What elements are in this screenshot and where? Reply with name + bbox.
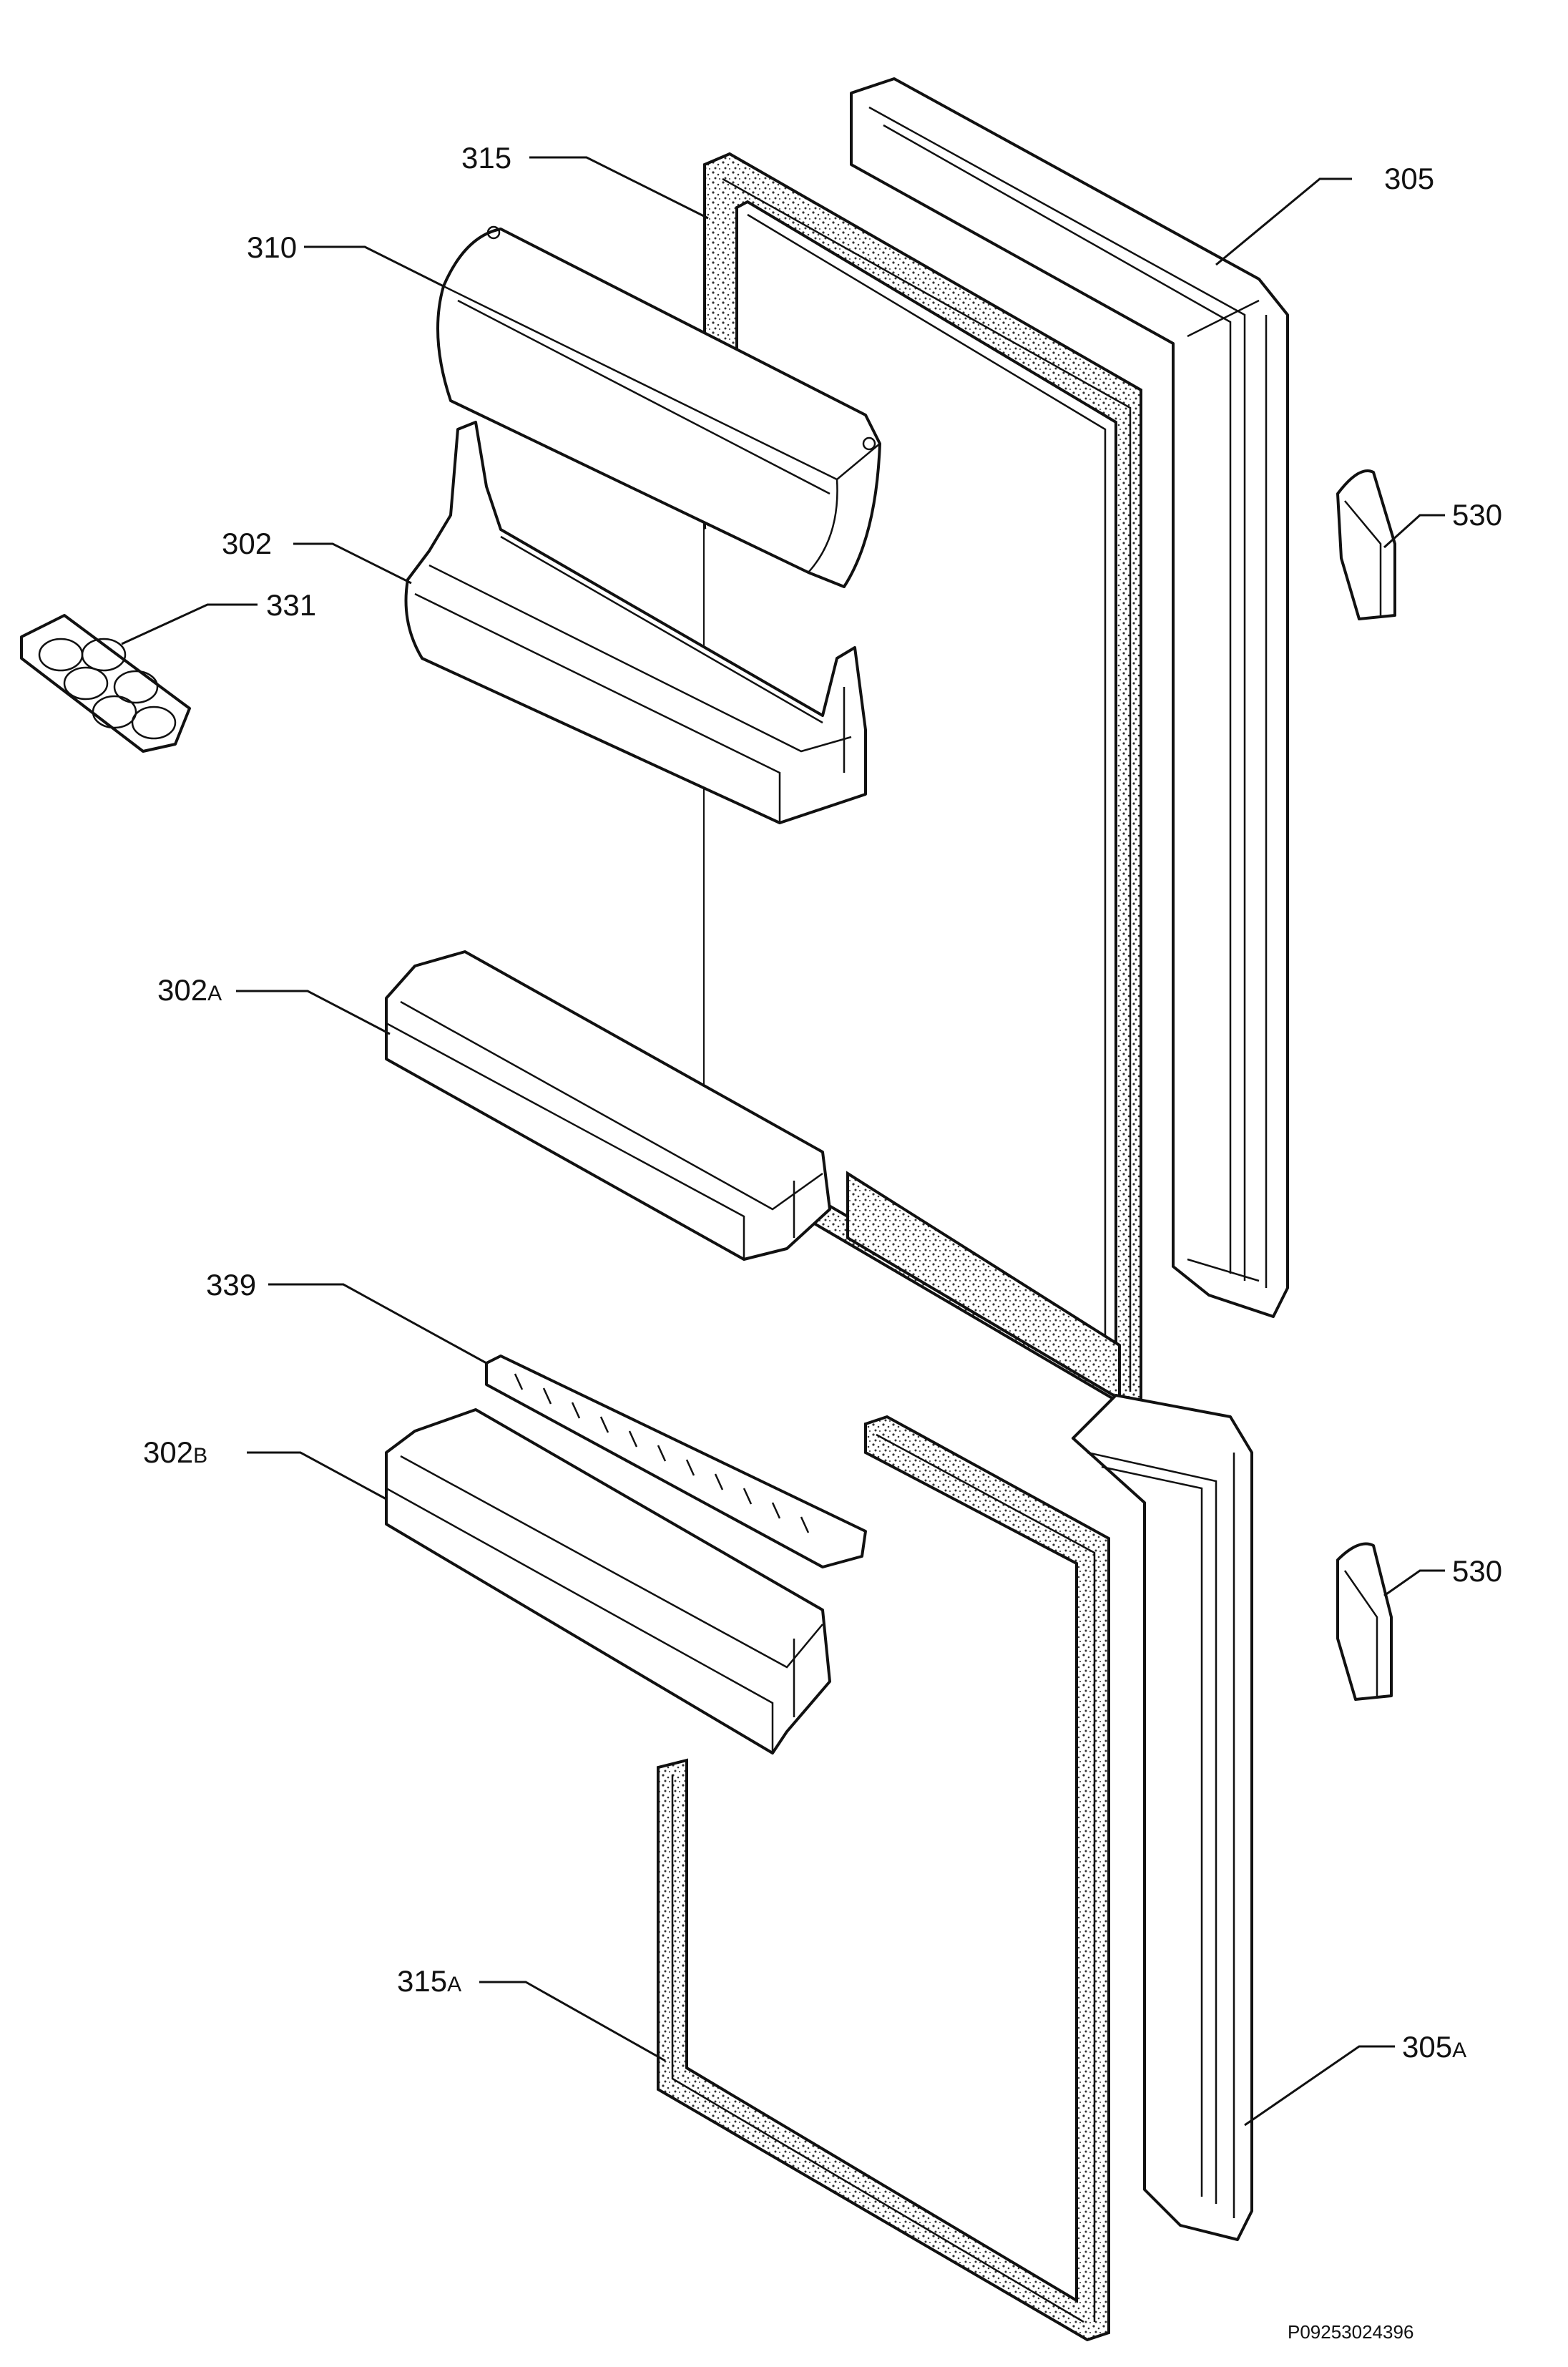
svg-text:302: 302 [222, 527, 272, 560]
callout-331: 331 [266, 588, 316, 622]
svg-text:305A: 305A [1402, 2030, 1466, 2064]
upper-door-panel [850, 77, 1289, 1318]
door-balcony-shelf-302 [404, 421, 867, 824]
svg-text:530: 530 [1452, 498, 1502, 532]
callout-315: 315 [461, 141, 511, 175]
callout-302B: 302B [143, 1435, 207, 1469]
callout-305: 305 [1384, 162, 1434, 195]
lower-door-panel [1072, 1394, 1253, 2241]
callout-315A: 315A [397, 1964, 461, 1998]
callout-302: 302 [222, 527, 272, 560]
door-shelf-302A [385, 950, 831, 1261]
callout-302A: 302A [157, 973, 222, 1007]
door-handle-530-upper [1336, 469, 1396, 620]
svg-text:315A: 315A [397, 1964, 461, 1998]
callout-530-lower: 530 [1452, 1554, 1502, 1588]
bottle-rack-339 [485, 1355, 867, 1568]
lower-door-gasket [657, 1415, 1110, 2342]
callout-310: 310 [247, 230, 297, 264]
door-handle-530-lower [1336, 1542, 1393, 1701]
door-shelf-302B [385, 1408, 831, 1754]
svg-text:339: 339 [206, 1268, 256, 1302]
svg-text:530: 530 [1452, 1554, 1502, 1588]
egg-tray-331 [20, 614, 191, 753]
svg-text:310: 310 [247, 230, 297, 264]
callout-339: 339 [206, 1268, 256, 1302]
drawing-code: P09253024396 [1288, 2321, 1413, 2343]
callout-305A: 305A [1402, 2030, 1466, 2064]
svg-text:315: 315 [461, 141, 511, 175]
svg-text:302B: 302B [143, 1435, 207, 1469]
svg-text:302A: 302A [157, 973, 222, 1007]
leader-lines [121, 156, 1445, 2127]
shelf-lid-310 [436, 225, 881, 588]
svg-text:331: 331 [266, 588, 316, 622]
callout-530-upper: 530 [1452, 498, 1502, 532]
svg-text:305: 305 [1384, 162, 1434, 195]
